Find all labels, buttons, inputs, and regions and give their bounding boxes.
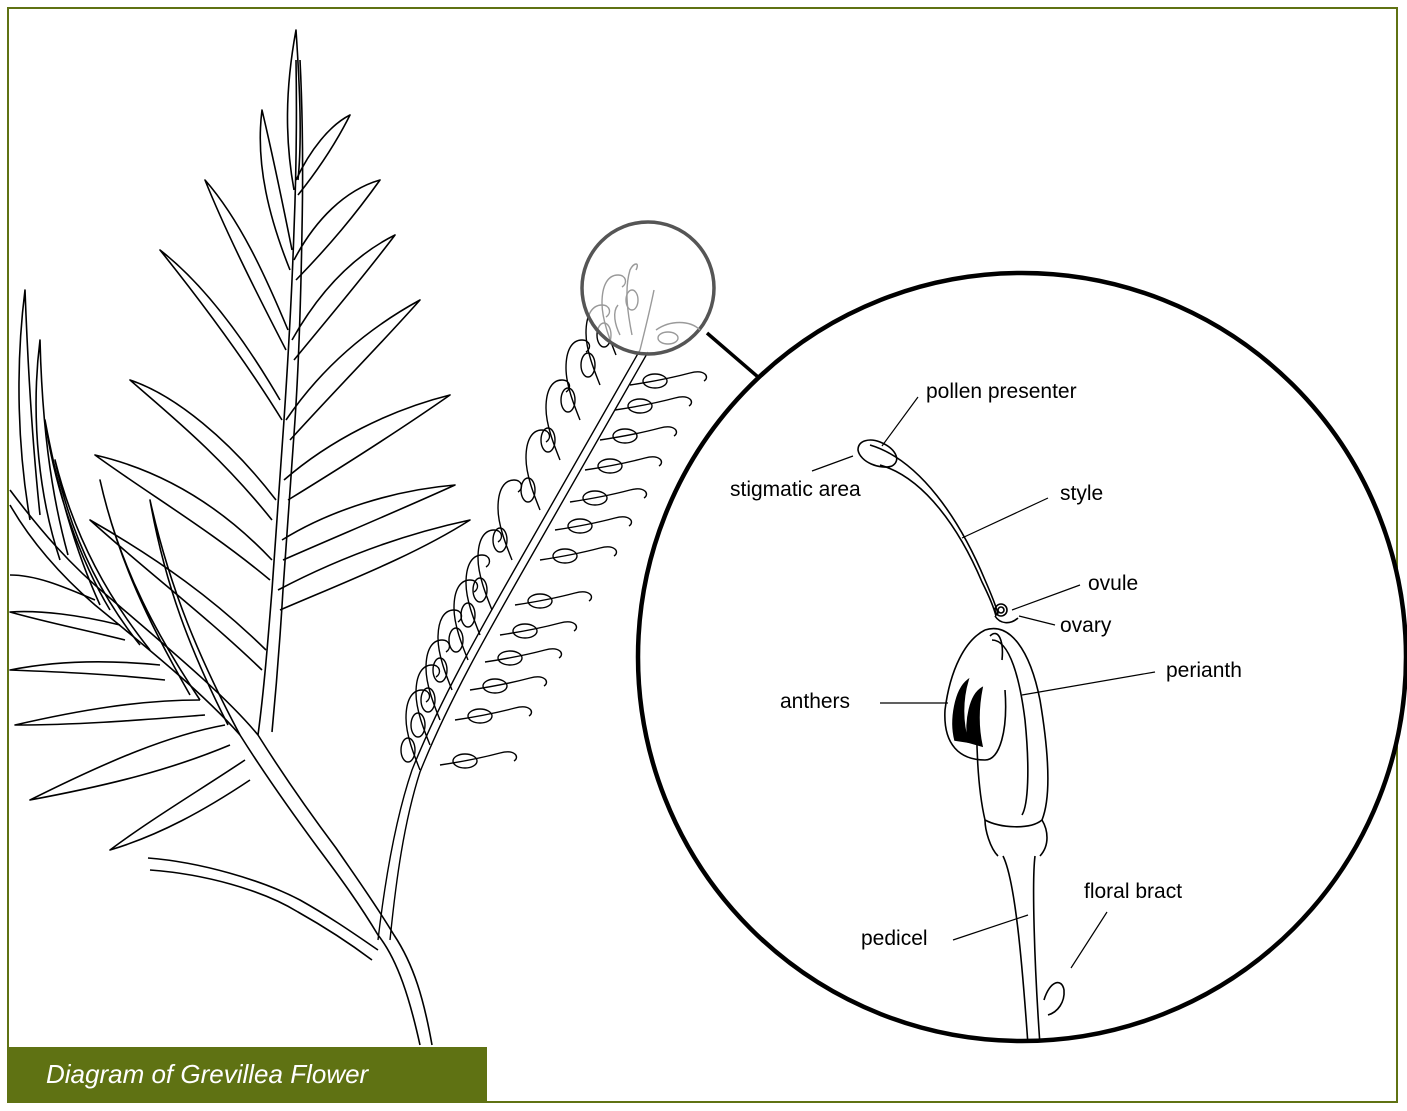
plant-branch <box>10 30 470 1045</box>
label-ovule: ovule <box>1088 572 1138 595</box>
diagram-caption: Diagram of Grevillea Flower <box>9 1047 487 1101</box>
label-stigmatic-area: stigmatic area <box>730 478 861 501</box>
flower-raceme <box>0 0 706 940</box>
label-pollen-presenter: pollen presenter <box>926 380 1077 403</box>
label-ovary: ovary <box>1060 614 1112 637</box>
magnifier-connector <box>707 333 765 383</box>
label-pedicel: pedicel <box>861 927 928 950</box>
label-perianth: perianth <box>1166 659 1242 682</box>
label-style: style <box>1060 482 1103 505</box>
label-floral-bract: floral bract <box>1084 880 1182 903</box>
magnifier-small-circle <box>582 222 714 354</box>
label-anthers: anthers <box>780 690 850 713</box>
